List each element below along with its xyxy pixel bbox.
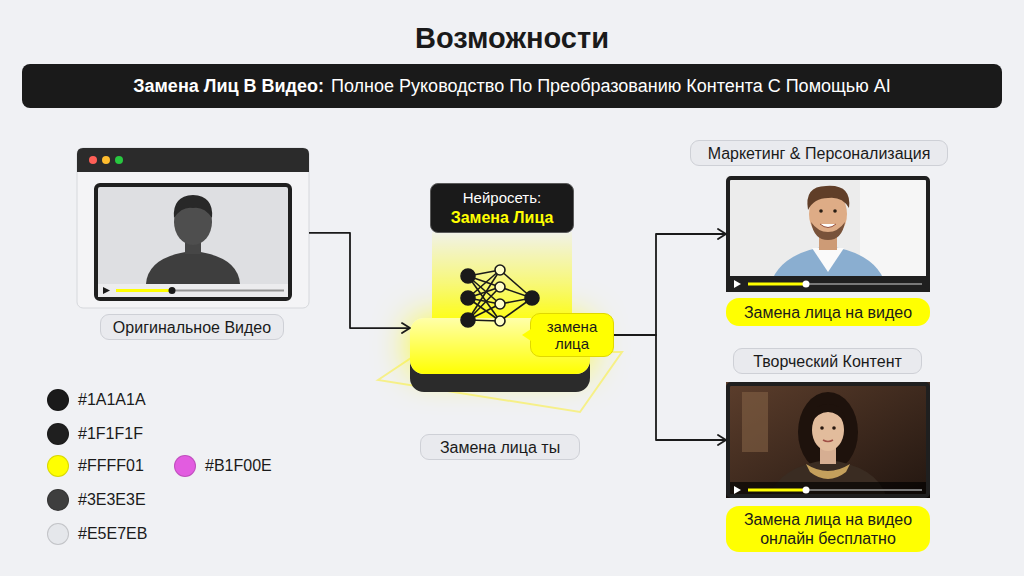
silhouette-body — [146, 251, 240, 284]
legend-text: #3E3E3E — [78, 489, 146, 511]
net-neuron — [525, 291, 539, 305]
flow-arrow — [614, 234, 726, 335]
section-heading: Творческий Контент — [733, 348, 922, 374]
legend-text: #1A1A1A — [78, 389, 146, 411]
progress-track — [748, 489, 922, 491]
net-link — [468, 270, 500, 298]
progress-fill — [748, 489, 806, 492]
video-frame: Маркетинг & ПерсонализацияЗамена лица на… — [726, 176, 930, 292]
progress-track — [748, 283, 922, 285]
net-neuron — [495, 282, 505, 292]
callout-text: замена лица — [539, 318, 605, 352]
model-label-box: Нейросеть: Замена Лица — [430, 183, 574, 233]
woman-eye — [820, 426, 824, 430]
result-pill: Замена лица на видео — [726, 298, 930, 326]
window-dot — [89, 156, 97, 164]
net-link — [468, 320, 500, 321]
title-band: Замена Лиц В Видео: Полное Руководство По… — [22, 64, 1002, 108]
neural-net-icon — [461, 265, 539, 327]
box-label: Замена Лица — [451, 209, 554, 227]
section-heading: Маркетинг & Персонализация — [690, 140, 948, 166]
band-subtitle: Полное Руководство По Преобразованию Кон… — [331, 76, 891, 97]
legend-swatch — [47, 489, 69, 511]
video-frame: Творческий КонтентЗамена лица на видео о… — [726, 382, 930, 498]
window-dot — [102, 156, 110, 164]
legend-text: #B1F00E — [205, 455, 272, 477]
legend-swatch — [47, 423, 69, 445]
net-neuron — [495, 265, 505, 275]
net-neuron — [461, 269, 475, 283]
net-neuron — [461, 313, 475, 327]
legend-swatch — [47, 523, 69, 545]
band-heading: Замена Лиц В Видео: — [133, 76, 324, 97]
progress-fill — [116, 289, 172, 292]
net-link — [468, 276, 500, 304]
original-video-window — [77, 148, 309, 308]
woman-lips — [823, 440, 833, 442]
box-heading: Нейросеть: — [463, 189, 541, 206]
net-link — [468, 270, 500, 320]
video-window: Оригинальное Видео — [77, 148, 309, 308]
net-link — [468, 276, 500, 287]
person-eye — [833, 209, 837, 213]
net-link — [468, 270, 500, 276]
net-link — [500, 287, 532, 298]
progress-track — [116, 290, 284, 292]
net-neuron — [495, 316, 505, 326]
result-pill: Замена лица на видео онлайн бесплатно — [726, 506, 930, 552]
person-eye — [819, 209, 823, 213]
woman-eye — [832, 426, 836, 430]
window-dot — [115, 156, 123, 164]
play-icon — [734, 280, 741, 288]
image-window-light — [742, 392, 768, 452]
woman-hair — [798, 392, 858, 472]
flow-arrow — [309, 233, 410, 328]
woman-collar — [806, 464, 850, 479]
callout-bubble: замена лица — [530, 313, 614, 357]
legend-swatch — [47, 389, 69, 411]
caption-pill: Замена лица ты — [420, 434, 580, 460]
person-tshirt — [812, 248, 844, 272]
legend-text: #FFFF01 — [78, 455, 144, 477]
net-link — [500, 270, 532, 298]
net-link — [500, 298, 532, 304]
progress-knob — [803, 487, 810, 494]
legend-swatch — [174, 455, 196, 477]
play-icon — [103, 287, 110, 294]
legend-swatch — [47, 455, 69, 477]
control-bar — [98, 284, 288, 297]
diagram-title: Возможности — [0, 22, 1024, 55]
net-link — [500, 298, 532, 321]
video-screen — [96, 185, 290, 299]
person-beard — [811, 222, 845, 240]
caption-pill: Оригинальное Видео — [100, 314, 284, 340]
window-frame — [77, 148, 309, 308]
progress-knob — [169, 287, 176, 294]
flow-arrow — [614, 335, 726, 440]
person-hair — [807, 186, 849, 210]
progress-fill — [748, 283, 806, 286]
net-link — [468, 298, 500, 304]
marketing-video-image — [726, 176, 930, 292]
net-link — [468, 287, 500, 320]
net-link — [468, 276, 500, 321]
net-neuron — [461, 291, 475, 305]
net-link — [468, 304, 500, 320]
window-titlebar — [77, 148, 309, 172]
legend-text: #1F1F1F — [78, 423, 143, 445]
woman-hair-part — [810, 404, 846, 424]
legend-text: #E5E7EB — [78, 523, 147, 545]
creative-video-image — [726, 382, 930, 498]
progress-knob — [803, 281, 810, 288]
net-neuron — [495, 299, 505, 309]
silhouette-hair — [174, 195, 212, 218]
net-link — [468, 298, 500, 321]
person-smile — [820, 224, 836, 228]
play-icon — [734, 486, 741, 494]
net-link — [468, 287, 500, 298]
